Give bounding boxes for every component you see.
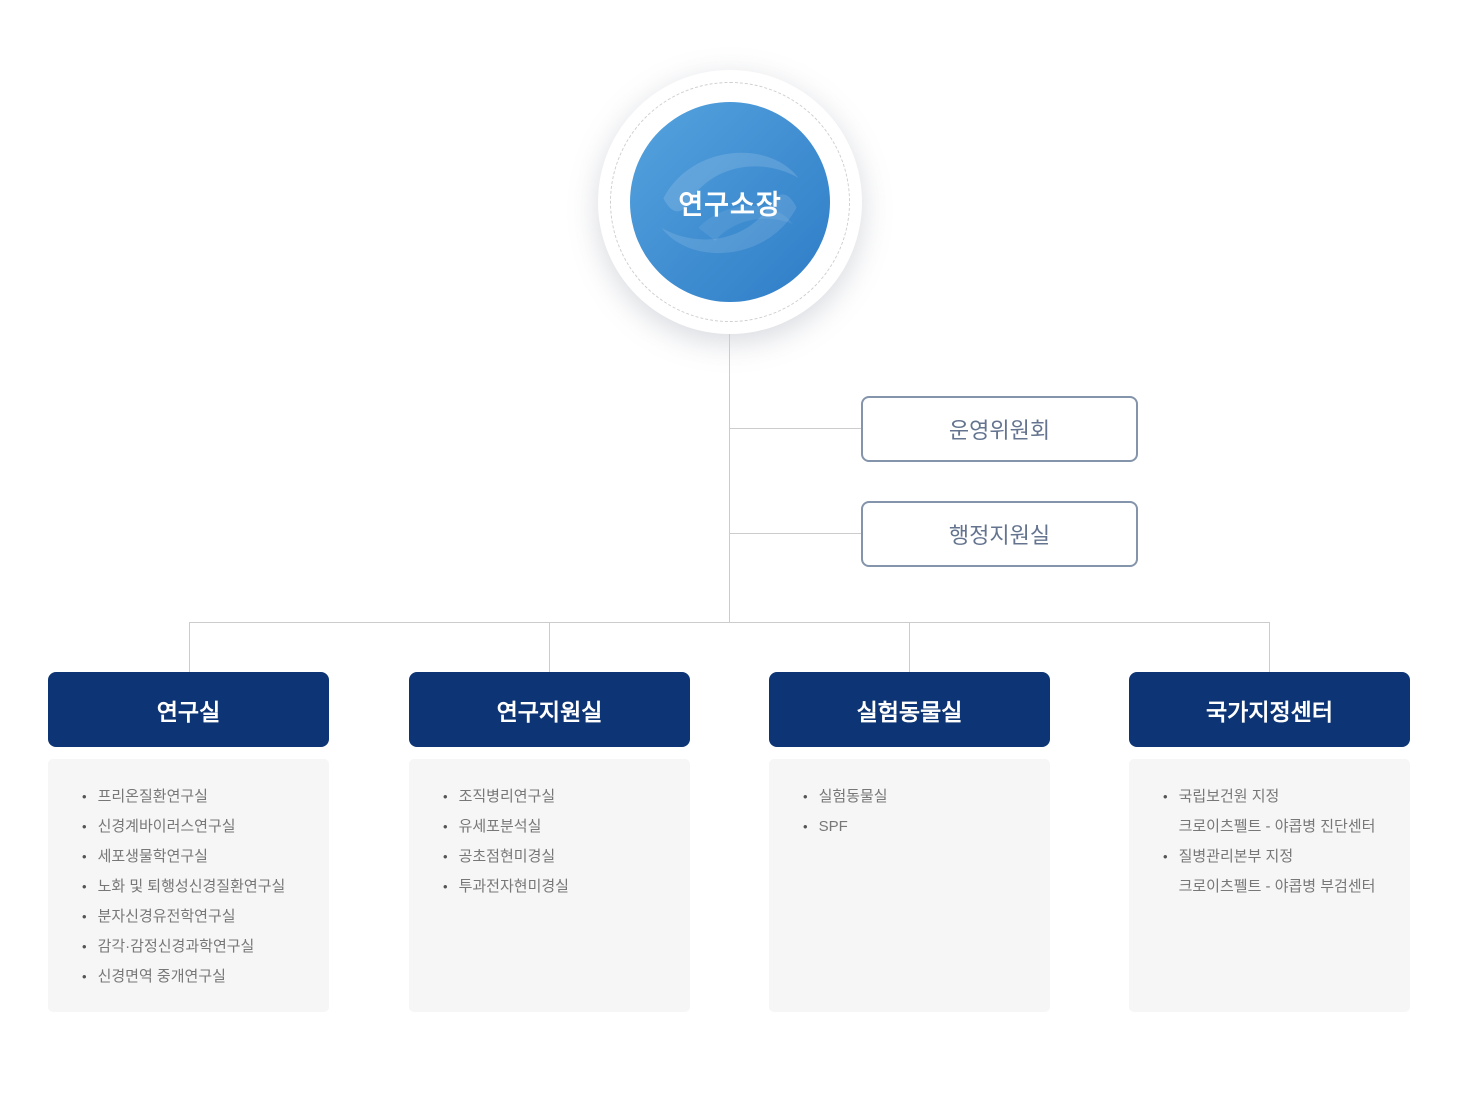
wave-swoosh-logo-icon [661,152,799,254]
list-item: • 감각·감정신경과학연구실 [82,932,313,962]
list-item-label: 공초점현미경실 [458,848,556,865]
list-item: • 분자신경유전학연구실 [82,902,313,932]
side-box-label: 행정지원실 [948,523,1051,548]
department-header: 연구지원실 [409,672,690,747]
connector-branch-committee [730,428,861,429]
list-item-label: 분자신경유전학연구실 [97,908,236,925]
connector-bus-horizontal [189,622,1270,623]
list-item: • 유세포분석실 [443,812,674,842]
department-header: 실험동물실 [769,672,1050,747]
bullet-icon: • [82,789,87,804]
list-item: • 공초점현미경실 [443,842,674,872]
side-box-label: 운영위원회 [948,418,1051,443]
bullet-icon: • [443,819,448,834]
dashed-ring [610,82,850,322]
bullet-icon: • [82,969,87,984]
connector-branch-admin [730,533,861,534]
department-column-research: 연구실 • 프리온질환연구실 • 신경계바이러스연구실 • 세포생물학연구실 • 노화 및 퇴… [48,672,329,1012]
list-item: • 신경면역 중개연구실 [82,962,313,992]
list-item: • SPF [803,812,1034,842]
list-item-label: 프리온질환연구실 [97,788,208,805]
list-item-label: 감각·감정신경과학연구실 [97,938,255,955]
list-item-label: 실험동물실 [818,788,888,805]
department-column-lab-animal: 실험동물실 • 실험동물실 • SPF [769,672,1050,1012]
bullet-icon: • [443,789,448,804]
root-label: 연구소장 [678,189,782,220]
department-header: 국가지정센터 [1129,672,1410,747]
department-title: 연구실 [156,698,221,725]
list-item-label: 조직병리연구실 [458,788,556,805]
bullet-icon: • [443,849,448,864]
bullet-icon: • [82,849,87,864]
list-item: • 프리온질환연구실 [82,782,313,812]
department-title: 연구지원실 [496,698,603,725]
list-item-label: 유세포분석실 [458,818,542,835]
list-item-label: 세포생물학연구실 [97,848,208,865]
connector-stub-2 [549,622,550,673]
bullet-icon: • [82,939,87,954]
bullet-icon: • [803,819,808,834]
side-box-steering-committee: 운영위원회 [861,396,1138,462]
list-item: • 세포생물학연구실 [82,842,313,872]
list-item: • 조직병리연구실 [443,782,674,812]
connector-vertical-main [729,334,730,623]
list-item-label: 신경계바이러스연구실 [97,818,236,835]
bullet-icon: • [1163,849,1168,864]
list-item-subline: 크로이츠펠트 - 야콥병 진단센터 [1178,818,1376,835]
side-box-admin-support: 행정지원실 [861,501,1138,567]
list-item-label: 투과전자현미경실 [458,878,569,895]
connector-stub-3 [909,622,910,673]
list-item-label: SPF [818,818,848,835]
department-column-research-support: 연구지원실 • 조직병리연구실 • 유세포분석실 • 공초점현미경실 • 투과전자현미경실 [409,672,690,1012]
list-item-label: 신경면역 중개연구실 [97,968,226,985]
bullet-icon: • [443,879,448,894]
list-item: • 신경계바이러스연구실 [82,812,313,842]
connector-stub-4 [1269,622,1270,673]
bullet-icon: • [82,819,87,834]
bullet-icon: • [803,789,808,804]
bullet-icon: • [82,909,87,924]
connector-stub-1 [189,622,190,673]
department-panel: • 조직병리연구실 • 유세포분석실 • 공초점현미경실 • 투과전자현미경실 [409,759,690,1012]
root-circle: 연구소장 [630,102,830,302]
bullet-icon: • [82,879,87,894]
root-node: 연구소장 [598,70,862,334]
list-item: • 노화 및 퇴행성신경질환연구실 [82,872,313,902]
department-title: 실험동물실 [856,698,963,725]
list-item: • 투과전자현미경실 [443,872,674,902]
list-item-subline: 크로이츠펠트 - 야콥병 부검센터 [1178,878,1376,895]
bullet-icon: • [1163,789,1168,804]
department-title: 국가지정센터 [1206,698,1333,725]
list-item: • 실험동물실 [803,782,1034,812]
list-item-label: 노화 및 퇴행성신경질환연구실 [97,878,286,895]
department-panel: • 실험동물실 • SPF [769,759,1050,1012]
department-header: 연구실 [48,672,329,747]
department-panel: • 프리온질환연구실 • 신경계바이러스연구실 • 세포생물학연구실 • 노화 및 퇴행성신경… [48,759,329,1012]
